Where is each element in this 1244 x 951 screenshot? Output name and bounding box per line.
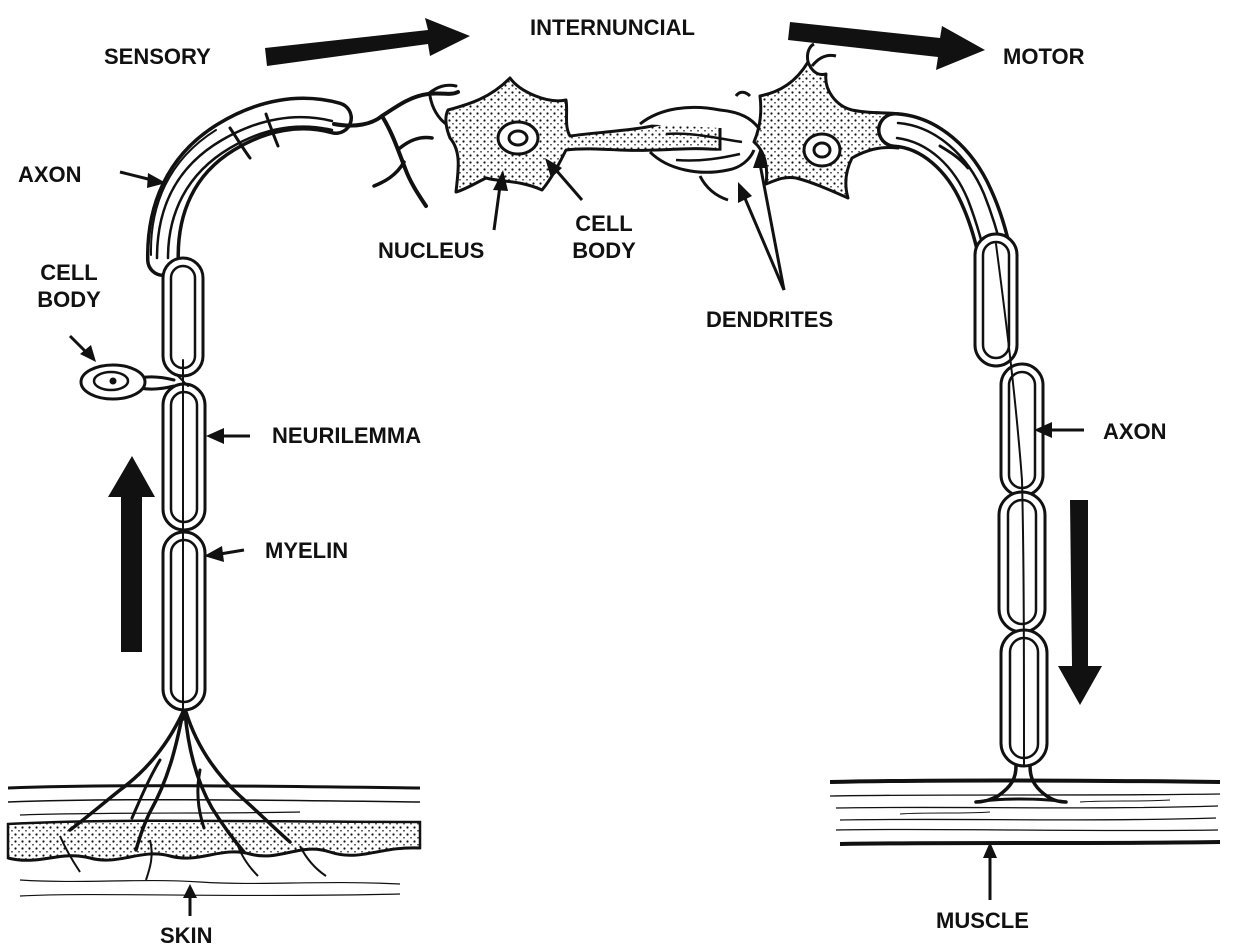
label-cell-body-center-line1: CELL bbox=[552, 210, 656, 237]
flow-arrow-sensory-to-internuncial bbox=[265, 18, 470, 66]
skin-tissue bbox=[8, 786, 420, 896]
motor-neuron-axon bbox=[895, 123, 1066, 802]
up-arrow bbox=[108, 456, 155, 652]
label-cell-body-center-line2: BODY bbox=[552, 237, 656, 264]
label-sensory: SENSORY bbox=[104, 43, 211, 70]
pointer-arrow-neurilemma bbox=[206, 428, 250, 444]
label-skin: SKIN bbox=[160, 922, 213, 949]
muscle-tissue bbox=[830, 781, 1220, 845]
flow-arrow-internuncial-to-motor bbox=[788, 22, 985, 70]
label-cell-body-center: CELL BODY bbox=[552, 210, 656, 264]
label-motor: MOTOR bbox=[1003, 43, 1084, 70]
label-nucleus: NUCLEUS bbox=[378, 237, 484, 264]
label-cell-body-left-line2: BODY bbox=[24, 286, 114, 313]
pointer-arrow-myelin bbox=[204, 546, 244, 562]
label-dendrites: DENDRITES bbox=[706, 306, 833, 333]
pointer-arrow-cell-body-left bbox=[70, 336, 96, 362]
down-arrow bbox=[1058, 500, 1102, 705]
label-neurilemma: NEURILEMMA bbox=[272, 422, 421, 449]
label-axon-right: AXON bbox=[1103, 418, 1167, 445]
label-muscle: MUSCLE bbox=[936, 907, 1029, 934]
label-internuncial: INTERNUNCIAL bbox=[530, 14, 695, 41]
muscle-pointer-arrow bbox=[983, 842, 997, 900]
label-cell-body-left-line1: CELL bbox=[24, 259, 114, 286]
motor-neuron-cell-body bbox=[754, 44, 900, 198]
internuncial-neuron bbox=[446, 78, 760, 200]
label-axon-left: AXON bbox=[18, 161, 82, 188]
skin-pointer-arrow bbox=[183, 884, 197, 916]
label-cell-body-left: CELL BODY bbox=[24, 259, 114, 313]
pointer-arrow-axon-left bbox=[120, 172, 166, 188]
label-myelin: MYELIN bbox=[265, 537, 348, 564]
